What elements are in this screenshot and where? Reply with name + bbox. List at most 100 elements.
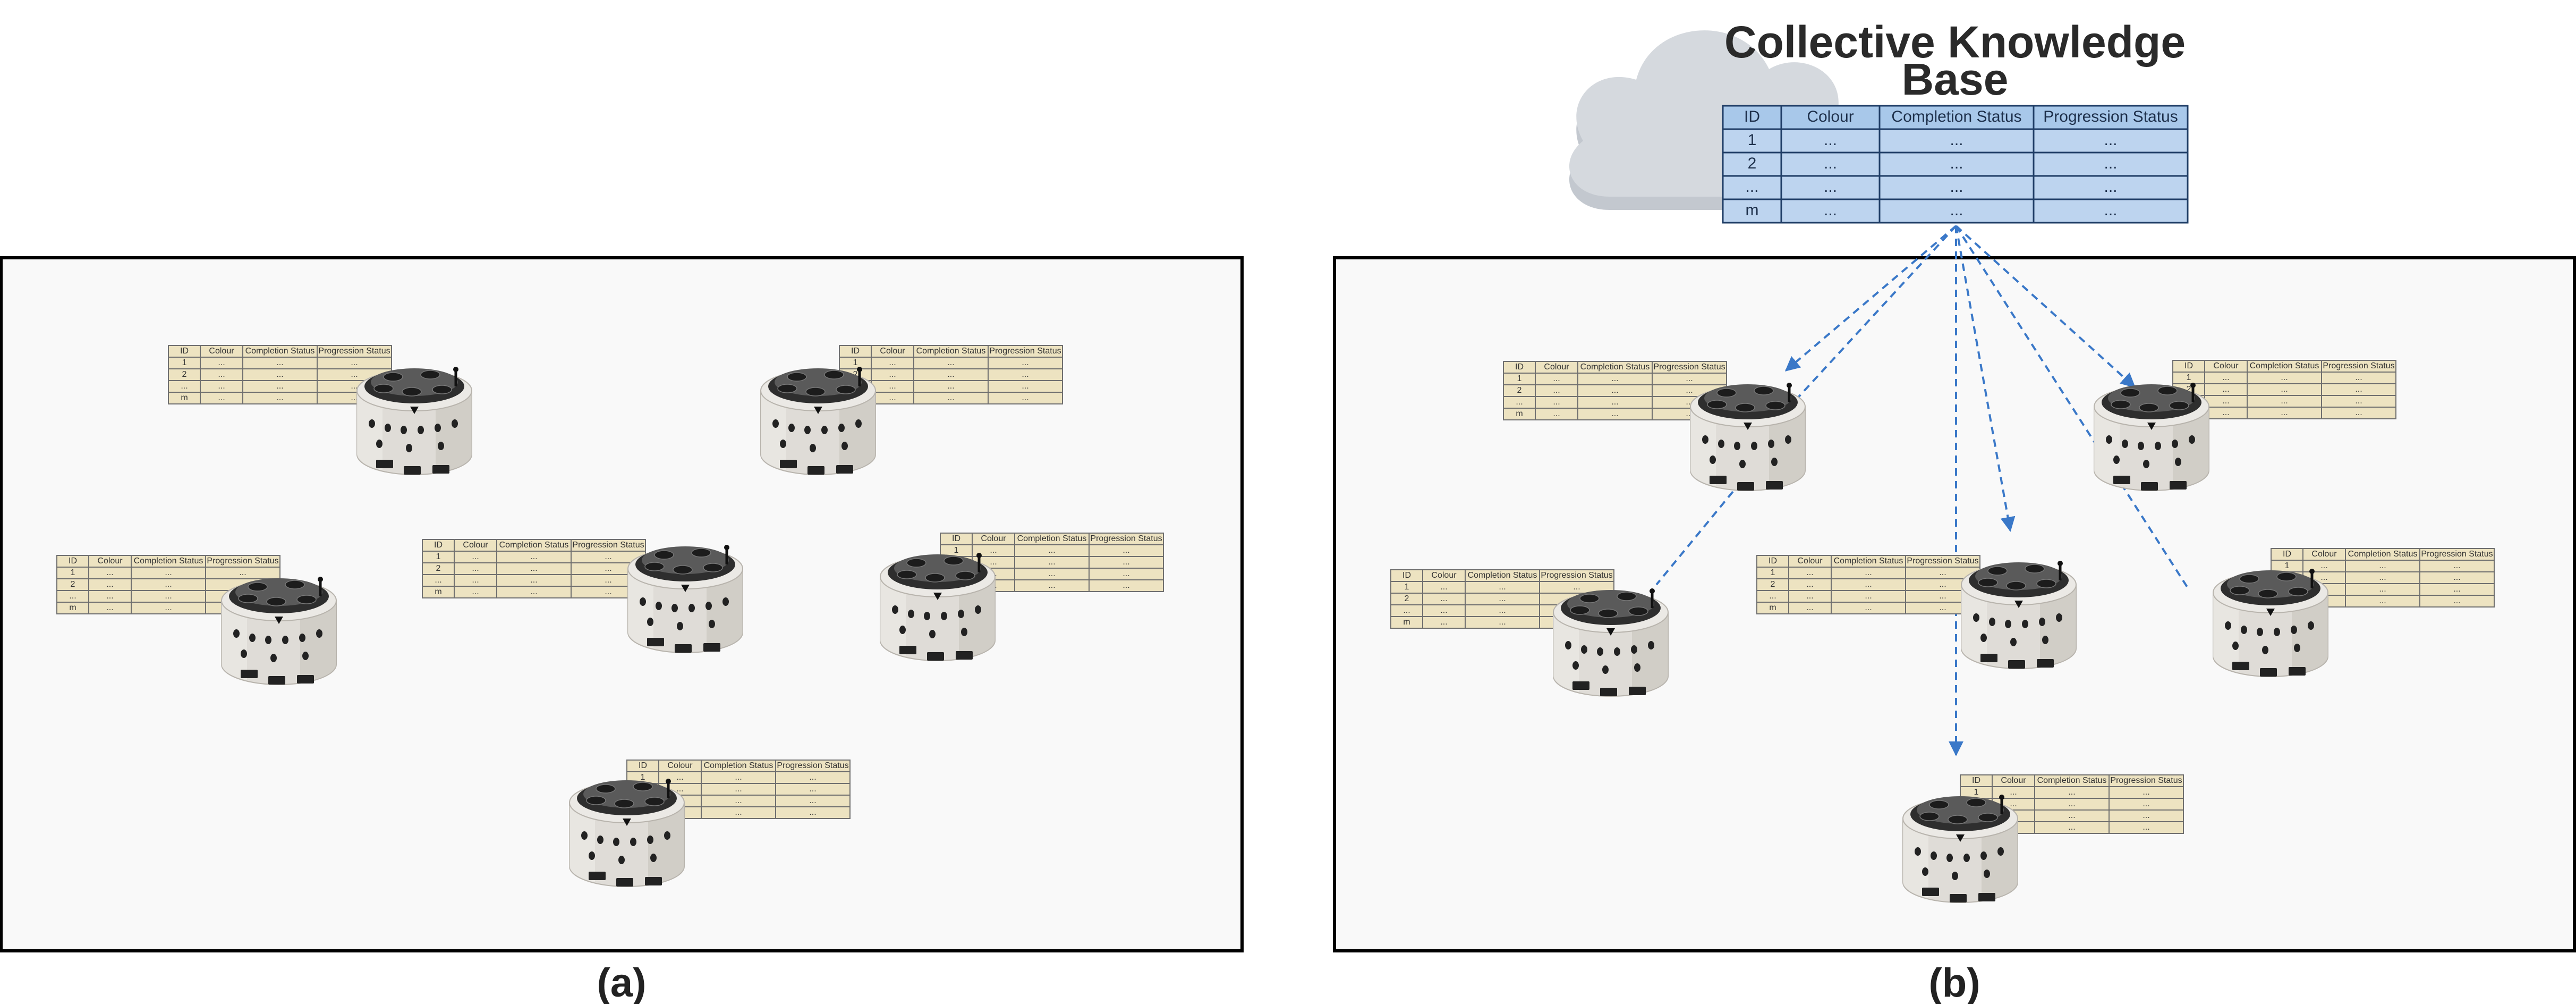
table-cell: ... (2379, 596, 2386, 605)
table-cell: 1 (1405, 583, 1409, 592)
table-cell: ... (106, 568, 113, 577)
table-cell: ... (735, 773, 742, 782)
table-cell: ... (1939, 603, 1946, 612)
table-header-cell: Colour (463, 541, 488, 550)
table-cell: ... (735, 784, 742, 794)
table-header-cell: ID (639, 761, 647, 770)
link-kb-robot-1b (1793, 225, 1957, 402)
table-cell: ... (530, 564, 537, 573)
table-cell: ... (1499, 594, 1506, 603)
table-header-cell: Completion Status (134, 556, 203, 566)
table-cell: ... (889, 370, 896, 379)
table-header-cell: ID (2283, 550, 2291, 559)
table-header-cell: Completion Status (1580, 362, 1650, 372)
table-cell: 1 (2187, 373, 2191, 382)
table-header-background (1722, 105, 2189, 130)
table-cell: ... (1048, 581, 1055, 590)
link-kb-robot-5 (1955, 225, 2191, 592)
table-cell: ... (1865, 592, 1872, 601)
table-cell: ... (1769, 592, 1776, 601)
table-cell: ... (218, 393, 225, 402)
table-cell: ... (1806, 568, 1813, 577)
table-header-cell: Colour (2213, 361, 2239, 370)
table-cell: m (1403, 618, 1410, 627)
table-cell: 1 (1517, 374, 1522, 383)
table-header-cell: Progression Status (1090, 534, 1162, 543)
table-cell: ... (2355, 373, 2362, 382)
table-cell: ... (1745, 178, 1758, 196)
table-header-cell: ID (1972, 776, 1980, 785)
table-header-cell: Colour (1431, 571, 1457, 580)
table-cell: ... (1022, 358, 1028, 367)
table-cell: ... (1611, 386, 1618, 395)
table-cell: ... (889, 382, 896, 391)
table-cell: ... (1048, 558, 1055, 567)
table-cell: ... (181, 382, 188, 391)
knowledge-base-title-line2: Base (1902, 54, 2009, 104)
table-cell: ... (276, 358, 283, 367)
table-cell: 1 (182, 358, 187, 367)
table-cell: 1 (1974, 788, 1979, 797)
table-cell: ... (1824, 131, 1837, 149)
table-cell: ... (106, 580, 113, 589)
table-cell: ... (1516, 398, 1523, 407)
table-cell: ... (2068, 823, 2075, 832)
table-cell: ... (1440, 594, 1447, 603)
table-cell: ... (351, 393, 358, 402)
table-header-cell: Progression Status (318, 347, 390, 356)
table-cell: ... (1440, 583, 1447, 592)
table-header-cell: ID (1515, 362, 1524, 372)
table-cell: ... (276, 393, 283, 402)
table-cell: ... (809, 796, 816, 805)
table-cell: ... (530, 552, 537, 561)
table-header-cell: ID (851, 347, 860, 356)
table-cell: ... (2010, 799, 2017, 808)
table-cell: ... (1440, 618, 1447, 627)
table-cell: ... (1123, 546, 1129, 555)
table-header-cell: Colour (981, 534, 1006, 543)
table-header-cell: ID (952, 534, 960, 543)
table-cell: 2 (1771, 580, 1775, 589)
table-cell: ... (276, 382, 283, 391)
table-cell: 2 (2187, 385, 2191, 394)
table-background (422, 539, 646, 598)
table-cell: ... (165, 592, 172, 601)
table-cell: ... (2281, 373, 2288, 382)
robot-icon-7 (1690, 383, 1806, 491)
table-cell: ... (1022, 393, 1028, 402)
table-cell: ... (218, 370, 225, 379)
robot-icon-5 (880, 553, 996, 661)
table-cell: ... (1939, 592, 1946, 601)
table-header-cell: Completion Status (1017, 534, 1087, 543)
table-cell: ... (2104, 131, 2117, 149)
table-cell: 2 (853, 370, 858, 379)
table-cell: ... (218, 358, 225, 367)
table-cell: 2 (1748, 155, 1757, 172)
table-background (2172, 360, 2396, 419)
communication-links (1655, 225, 2191, 756)
table-cell: ... (69, 592, 76, 601)
table-cell: 1 (1771, 568, 1775, 577)
table-cell: ... (947, 393, 954, 402)
table-header-cell: ID (2184, 361, 2193, 370)
table-header-cell: Progression Status (777, 761, 848, 770)
table-cell: 2 (436, 564, 441, 573)
table-cell: ... (1499, 606, 1506, 615)
table-cell: ... (1865, 580, 1872, 589)
table-cell: ... (1022, 370, 1028, 379)
table-cell: ... (1950, 131, 1963, 149)
table-cell: ... (947, 370, 954, 379)
table-header-cell: Colour (2001, 776, 2026, 785)
table-cell: ... (2379, 561, 2386, 570)
table-cell: ... (676, 784, 683, 794)
table-cell: ... (1806, 603, 1813, 612)
table-header-cell: Colour (1807, 108, 1854, 125)
table-cell: ... (165, 568, 172, 577)
table-header-cell: ID (1402, 571, 1411, 580)
table-header-cell: Colour (209, 347, 234, 356)
